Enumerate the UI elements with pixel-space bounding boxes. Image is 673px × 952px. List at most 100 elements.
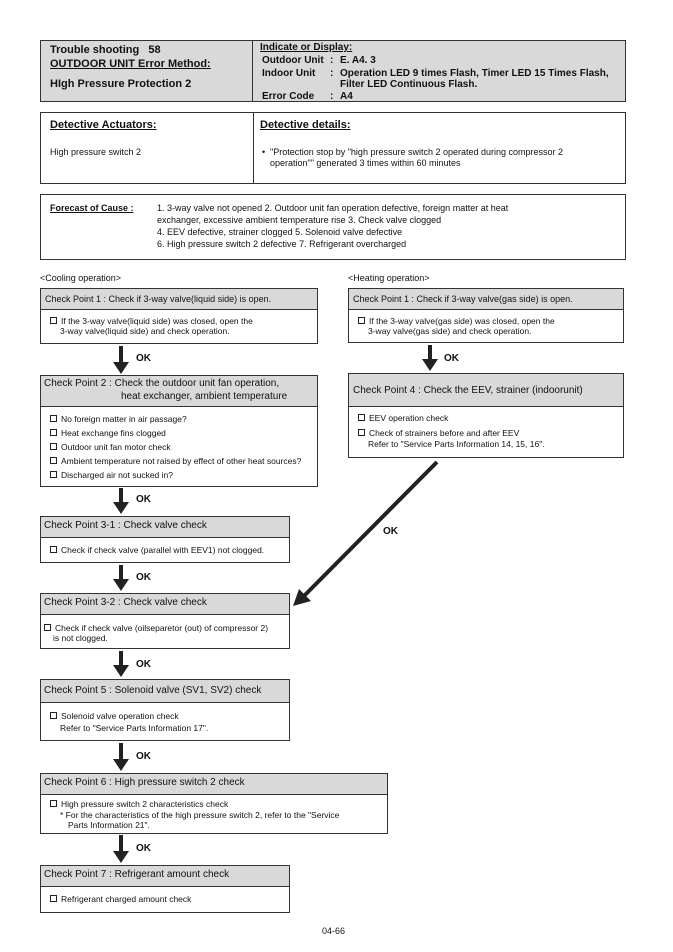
cp32-item-cont: is not clogged. [53, 633, 108, 643]
actuators-value: High pressure switch 2 [50, 147, 142, 157]
cp6-item-cont: * For the characteristics of the high pr… [60, 810, 340, 820]
forecast-line-3: 4. EEV defective, strainer clogged 5. So… [157, 227, 403, 237]
indoor-unit-label: Indoor Unit [262, 68, 316, 79]
checkbox-icon [50, 895, 57, 902]
heating-section-label: <Heating operation> [348, 273, 430, 283]
outdoor-unit-label: Outdoor Unit [262, 55, 324, 66]
arrow-cp2-cp31 [119, 488, 123, 506]
checkbox-icon [44, 624, 51, 631]
arrow-cp1h-cp4-head [422, 359, 438, 371]
cooling-section-label: <Cooling operation> [40, 273, 122, 283]
checkbox-icon [50, 712, 57, 719]
ok-label: OK [444, 353, 459, 364]
cp2-title-1: Check Point 2 : Check the outdoor unit f… [44, 378, 280, 389]
arrow-cp32-cp5 [119, 651, 123, 669]
details-line-1: "Protection stop by "high pressure switc… [270, 147, 564, 157]
arrow-cp1-cp2 [119, 346, 123, 366]
forecast-line-1: 1. 3-way valve not opened 2. Outdoor uni… [157, 203, 509, 213]
checkbox-icon [50, 546, 57, 553]
ok-label: OK [136, 843, 151, 854]
cp1-cool-item: If the 3-way valve(liquid side) was clos… [50, 316, 253, 326]
cp2-item: No foreign matter in air passage? [50, 414, 187, 424]
check-point-4 [348, 373, 624, 458]
cp6-item-cont: Parts Information 21". [68, 820, 150, 830]
cp6-item: High pressure switch 2 characteristics c… [50, 799, 228, 809]
colon: : [330, 91, 334, 102]
arrow-cp4-cp32-head [293, 589, 311, 606]
checkbox-icon [358, 317, 365, 324]
cp1-heat-item: If the 3-way valve(gas side) was closed,… [358, 316, 555, 326]
cp32-title: Check Point 3-2 : Check valve check [44, 597, 207, 608]
checkbox-icon [50, 800, 57, 807]
cp2-item: Outdoor unit fan motor check [50, 442, 171, 452]
cp5-item: Solenoid valve operation check [50, 711, 179, 721]
cp2-title-2: heat exchanger, ambient temperature [121, 391, 288, 402]
cp7-title: Check Point 7 : Refrigerant amount check [44, 869, 230, 880]
check-point-header [349, 374, 623, 407]
check-point-5 [40, 679, 290, 741]
cp2-item: Ambient temperature not raised by effect… [50, 456, 301, 466]
page-number: 04-66 [322, 926, 346, 936]
checkbox-icon [358, 429, 365, 436]
check-point-1-heating [348, 288, 624, 343]
cp1-cool-item-cont: 3-way valve(liquid side) and check opera… [60, 326, 230, 336]
cp4-title: Check Point 4 : Check the EEV, strainer … [353, 385, 583, 396]
indoor-unit-value-1: Operation LED 9 times Flash, Timer LED 1… [340, 68, 609, 79]
check-point-2 [40, 375, 318, 487]
check-point-6 [40, 773, 388, 834]
arrow-cp1h-cp4 [428, 345, 432, 363]
error-method: OUTDOOR UNIT Error Method: [50, 58, 211, 70]
arrow-cp4-cp32 [298, 460, 439, 602]
forecast-title: Forecast of Cause : [50, 203, 134, 213]
arrow-cp2-cp31-head [113, 502, 129, 514]
cp5-title: Check Point 5 : Solenoid valve (SV1, SV2… [44, 685, 262, 696]
details-title: Detective details: [260, 119, 351, 131]
ok-label: OK [136, 751, 151, 762]
colon: : [330, 68, 334, 79]
check-point-header [41, 866, 289, 887]
ok-label: OK [136, 494, 151, 505]
actuators-title: Detective Actuators: [50, 119, 157, 131]
cp1-heat-item-cont: 3-way valve(gas side) and check operatio… [368, 326, 532, 336]
cp5-item-cont: Refer to "Service Parts Information 17". [60, 723, 209, 733]
arrow-cp31-cp32 [119, 565, 123, 583]
indoor-unit-value-2: Filter LED Continuous Flash. [340, 79, 478, 90]
cp31-title: Check Point 3-1 : Check valve check [44, 520, 207, 531]
details-line-2: operation"" generated 3 times within 60 … [270, 158, 461, 168]
cp4-item: Check of strainers before and after EEV [358, 428, 519, 438]
forecast-line-4: 6. High pressure switch 2 defective 7. R… [157, 239, 407, 249]
checkbox-icon [50, 415, 57, 422]
cp2-item: Heat exchange fins clogged [50, 428, 166, 438]
header-left-panel [41, 41, 253, 101]
check-point-3-1 [40, 516, 290, 563]
ok-label: OK [136, 353, 151, 364]
arrow-cp6-cp7 [119, 835, 123, 855]
check-point-7 [40, 865, 290, 913]
checkbox-icon [50, 429, 57, 436]
trouble-number: 58 [148, 44, 161, 56]
cp6-title: Check Point 6 : High pressure switch 2 c… [44, 777, 245, 788]
cp32-item: Check if check valve (oilseparetor (out)… [44, 623, 268, 633]
checkbox-icon [50, 443, 57, 450]
ok-label: OK [136, 572, 151, 583]
details-bullet: • [262, 147, 266, 157]
check-point-header [41, 289, 317, 310]
header-right-panel [253, 41, 625, 101]
check-point-1-cooling [40, 288, 318, 344]
arrow-cp1-cp2-head [113, 362, 129, 374]
cp7-item: Refrigerant charged amount check [50, 894, 191, 904]
outdoor-unit-value: E. A4. 3 [340, 55, 376, 66]
arrow-cp5-cp6 [119, 743, 123, 763]
cp1-heat-title: Check Point 1 : Check if 3-way valve(gas… [353, 294, 573, 304]
check-point-3-2 [40, 593, 290, 649]
detective-box [40, 112, 626, 184]
check-point-header [41, 680, 289, 703]
header-box [40, 40, 626, 102]
forecast-box [40, 194, 626, 260]
checkbox-icon [50, 317, 57, 324]
cp31-item: Check if check valve (parallel with EEV1… [50, 545, 264, 555]
check-point-header [41, 376, 317, 407]
cp4-item: EEV operation check [358, 413, 448, 423]
cp1-cool-title: Check Point 1 : Check if 3-way valve(liq… [45, 294, 272, 304]
